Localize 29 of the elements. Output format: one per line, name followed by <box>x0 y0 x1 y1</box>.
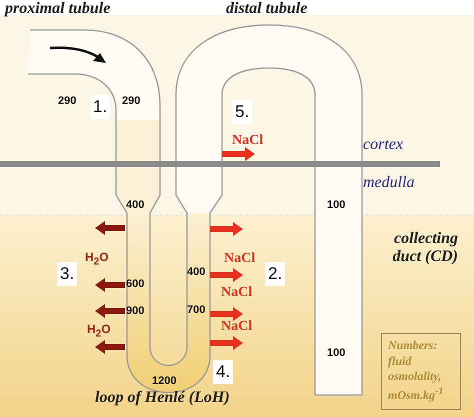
osmolality-value: 400 <box>187 266 206 278</box>
substance-label: NaCl <box>221 285 252 301</box>
substance-label: NaCl <box>221 319 252 335</box>
osmolality-value: 290 <box>58 95 76 107</box>
structure-label: loop of Henlé (LoH) <box>95 389 230 407</box>
note-box <box>381 333 461 410</box>
osmolality-value: 290 <box>122 95 140 107</box>
osmolality-value: 600 <box>126 278 144 290</box>
callout-number: 3. <box>57 262 78 286</box>
osmolality-value: 100 <box>327 199 346 211</box>
structure-label: proximal tubule <box>5 0 110 18</box>
osmolality-value: 900 <box>126 305 144 317</box>
region-label: cortex <box>363 136 403 154</box>
osmolality-value: 100 <box>327 347 346 359</box>
region-label: medulla <box>363 174 415 192</box>
structure-label: distal tubule <box>226 0 308 18</box>
substance-label: NaCl <box>224 251 256 267</box>
note-text: Numbers: fluid osmolality, mOsm.kg$^{-1}$ <box>388 338 444 404</box>
osmolality-value: 1200 <box>152 375 176 387</box>
callout-number: 4. <box>213 360 234 384</box>
callout-number: 5. <box>232 100 252 124</box>
osmolality-value: 400 <box>126 199 144 211</box>
callout-number: 2. <box>265 262 286 286</box>
substance-label: NaCl <box>232 133 264 149</box>
substance-label: H$_{2}$O <box>85 250 109 268</box>
callout-number: 1. <box>90 95 110 119</box>
substance-label: H$_{2}$O <box>87 322 111 340</box>
osmolality-value: 700 <box>187 304 206 316</box>
structure-label: collecting duct (CD) <box>392 230 458 266</box>
